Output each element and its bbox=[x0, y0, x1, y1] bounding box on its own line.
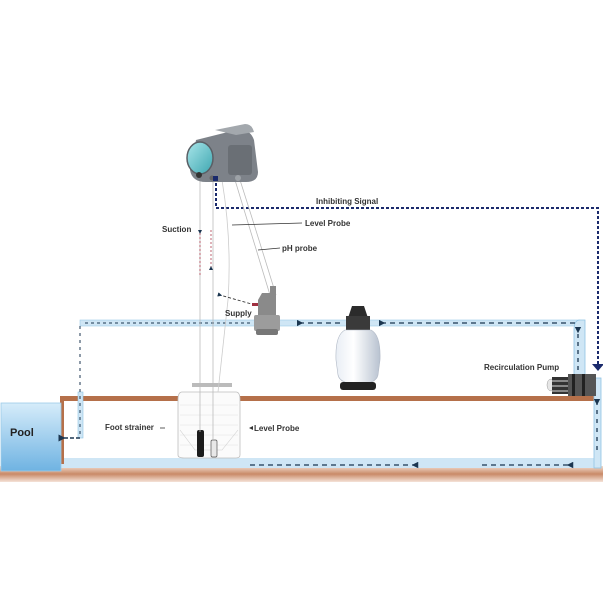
chemical-tank bbox=[177, 383, 241, 459]
inhibiting-signal-line bbox=[215, 178, 599, 364]
ground-left-wall bbox=[60, 396, 64, 464]
pool bbox=[0, 402, 62, 472]
ground-bottom bbox=[0, 466, 603, 482]
recirculation-pump bbox=[546, 374, 596, 396]
foot-strainer-label: Foot strainer bbox=[105, 423, 154, 432]
tank-level-probe bbox=[210, 439, 218, 458]
level-probe-top-label: Level Probe bbox=[305, 219, 351, 228]
recirculation-pump-label: Recirculation Pump bbox=[484, 363, 560, 372]
sand-filter bbox=[335, 306, 381, 390]
inhibiting-signal-label: Inhibiting Signal bbox=[316, 197, 379, 206]
injection-valve bbox=[252, 286, 280, 335]
pump-riser-pipe bbox=[573, 319, 586, 378]
signal-connector bbox=[592, 364, 603, 371]
ph-probe-cable-b bbox=[239, 179, 277, 296]
pool-label: Pool bbox=[10, 427, 34, 439]
supply-line bbox=[217, 292, 256, 306]
ph-probe-cable bbox=[234, 179, 271, 296]
supply-label: Supply bbox=[225, 309, 252, 318]
bottom-pipe bbox=[60, 458, 600, 468]
ph-probe-label: pH probe bbox=[282, 244, 318, 253]
level-probe-tank-label: Level Probe bbox=[254, 424, 300, 433]
suction-label: Suction bbox=[162, 225, 192, 234]
foot-strainer bbox=[197, 430, 204, 457]
level-probe-cable bbox=[217, 179, 230, 393]
ground-top bbox=[60, 396, 600, 401]
dosing-pump bbox=[186, 124, 258, 182]
